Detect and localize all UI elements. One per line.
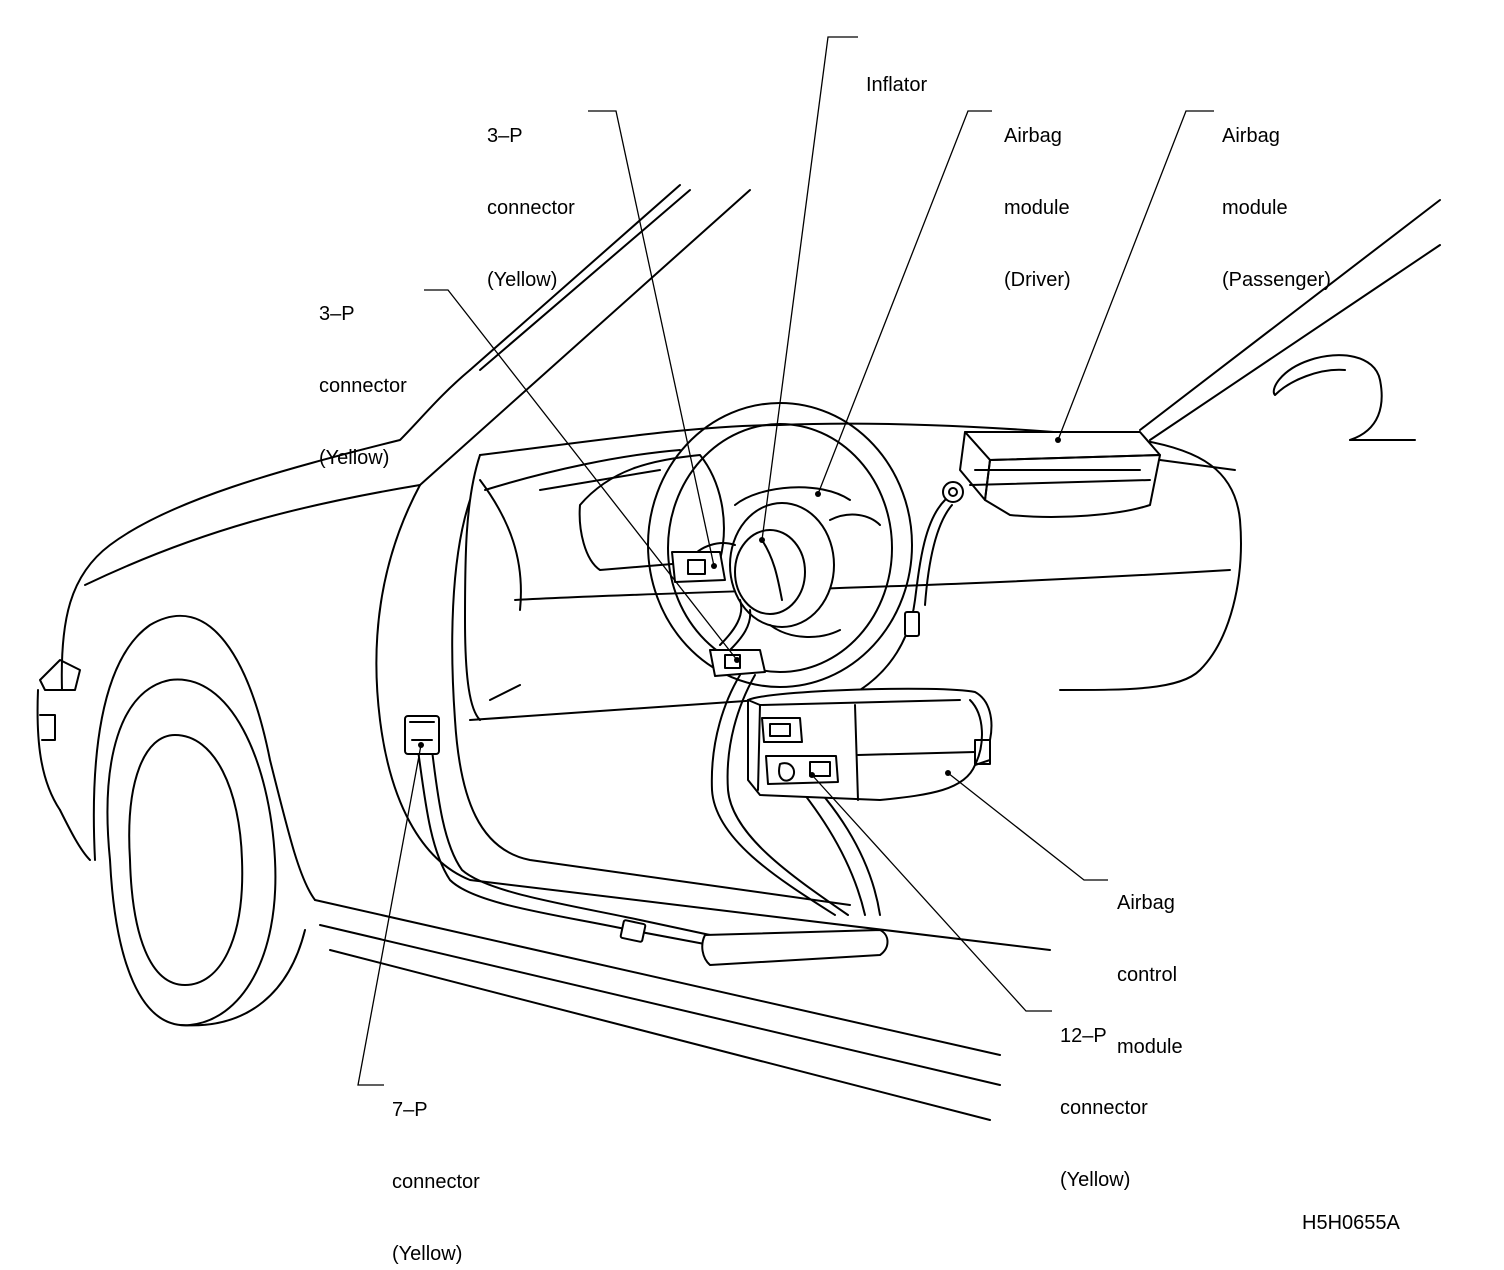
label-line: 7–P <box>392 1099 428 1121</box>
label-airbag-control-module: Airbag control module <box>1117 843 1183 1107</box>
label-airbag-module-passenger: Airbag module (Passenger) <box>1222 76 1331 340</box>
car-body <box>36 184 1441 1121</box>
dashboard <box>464 422 1242 721</box>
label-line: (Yellow) <box>487 269 558 291</box>
label-airbag-module-driver: Airbag module (Driver) <box>1004 76 1071 340</box>
label-line: (Driver) <box>1004 269 1071 291</box>
leader-lines <box>357 36 1214 1086</box>
figure-code: H5H0655A <box>1302 1212 1400 1234</box>
label-line: Inflator <box>866 74 928 96</box>
label-line: connector <box>319 375 407 397</box>
label-inflator: Inflator <box>866 25 927 145</box>
label-line: 3–P <box>319 303 355 325</box>
label-12p-connector: 12–P connector (Yellow) <box>1060 976 1148 1240</box>
label-line: (Passenger) <box>1222 269 1331 291</box>
label-7p-connector: 7–P connector (Yellow) <box>392 1050 480 1270</box>
label-line: (Yellow) <box>1060 1169 1131 1191</box>
label-line: control <box>1117 964 1178 986</box>
label-line: (Yellow) <box>319 447 390 469</box>
label-line: (Yellow) <box>392 1243 463 1265</box>
label-3p-connector-left: 3–P connector (Yellow) <box>319 254 407 518</box>
connector-7p <box>404 715 440 755</box>
label-line: Airbag <box>1222 125 1280 147</box>
airbag-control-module <box>747 687 993 801</box>
label-3p-connector-upper: 3–P connector (Yellow) <box>487 76 575 340</box>
label-line: connector <box>1060 1097 1148 1119</box>
label-line: connector <box>487 197 575 219</box>
label-line: module <box>1117 1036 1183 1058</box>
label-line: 12–P <box>1060 1025 1107 1047</box>
label-line: Airbag <box>1117 892 1175 914</box>
label-line: connector <box>392 1171 480 1193</box>
steering-wheel <box>647 402 913 688</box>
label-line: module <box>1222 197 1288 219</box>
label-line: module <box>1004 197 1070 219</box>
passenger-airbag-module <box>942 431 1236 518</box>
label-line: 3–P <box>487 125 523 147</box>
label-line: Airbag <box>1004 125 1062 147</box>
